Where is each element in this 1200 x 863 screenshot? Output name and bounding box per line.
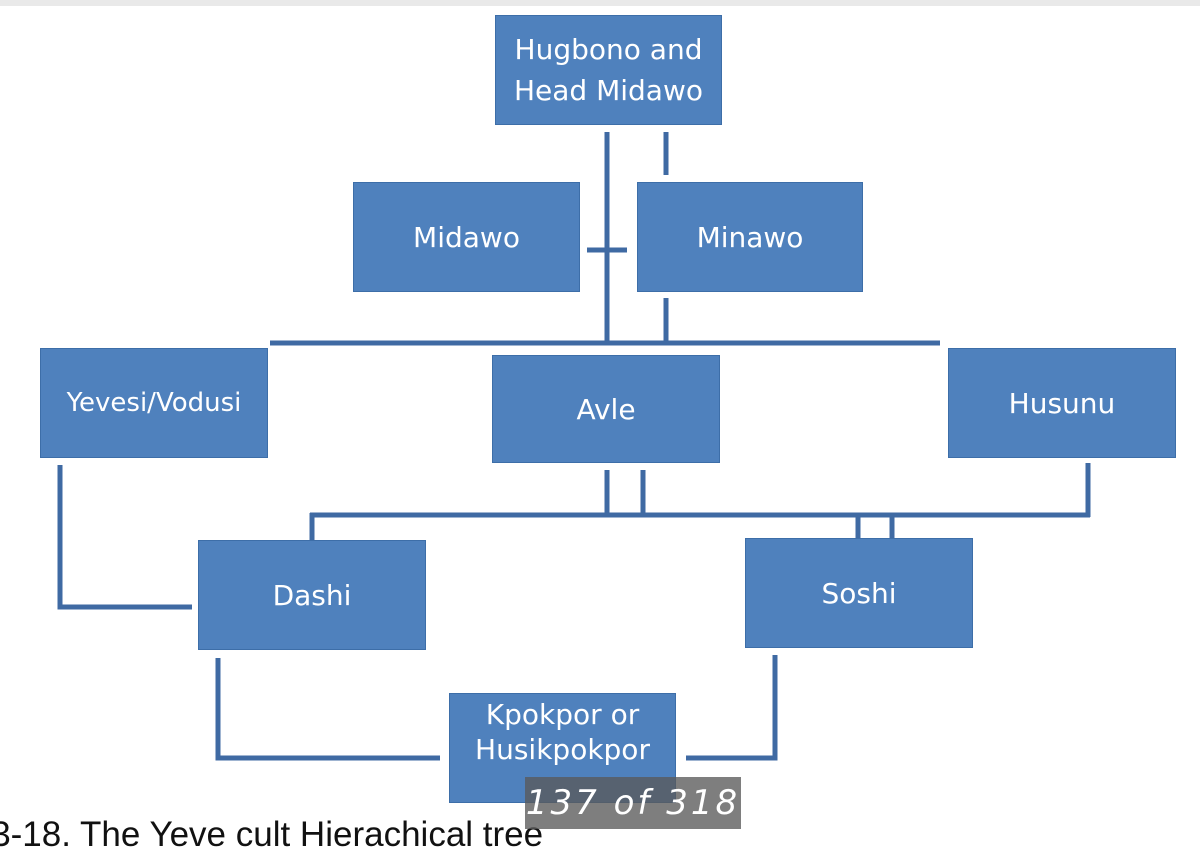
node-label: Husunu [1008, 386, 1116, 420]
node-label: Kpokpor or Husikpokpor [475, 698, 650, 766]
connector [686, 655, 778, 761]
node-dashi: Dashi [198, 540, 426, 650]
node-label: Hugbono and Head Midawo [513, 33, 703, 107]
page-indicator: 137 of 318 [525, 777, 741, 829]
node-yevesi: Yevesi/Vodusi [40, 348, 268, 458]
node-hugbono: Hugbono and Head Midawo [495, 15, 722, 125]
connector [215, 658, 440, 761]
figure-caption: e 3-18. The Yeve cult Hierachical tree [0, 815, 544, 854]
node-label: Yevesi/Vodusi [66, 387, 242, 418]
node-label: Avle [576, 392, 636, 426]
node-label: Soshi [821, 576, 897, 610]
top-band [0, 0, 1200, 6]
node-label: Minawo [696, 220, 804, 254]
node-minawo: Minawo [637, 182, 863, 292]
node-husunu: Husunu [948, 348, 1176, 458]
node-soshi: Soshi [745, 538, 973, 648]
connector [57, 465, 192, 610]
node-label: Dashi [272, 578, 352, 612]
node-midawo: Midawo [353, 182, 580, 292]
node-label: Midawo [413, 220, 520, 254]
node-avle: Avle [492, 355, 720, 463]
